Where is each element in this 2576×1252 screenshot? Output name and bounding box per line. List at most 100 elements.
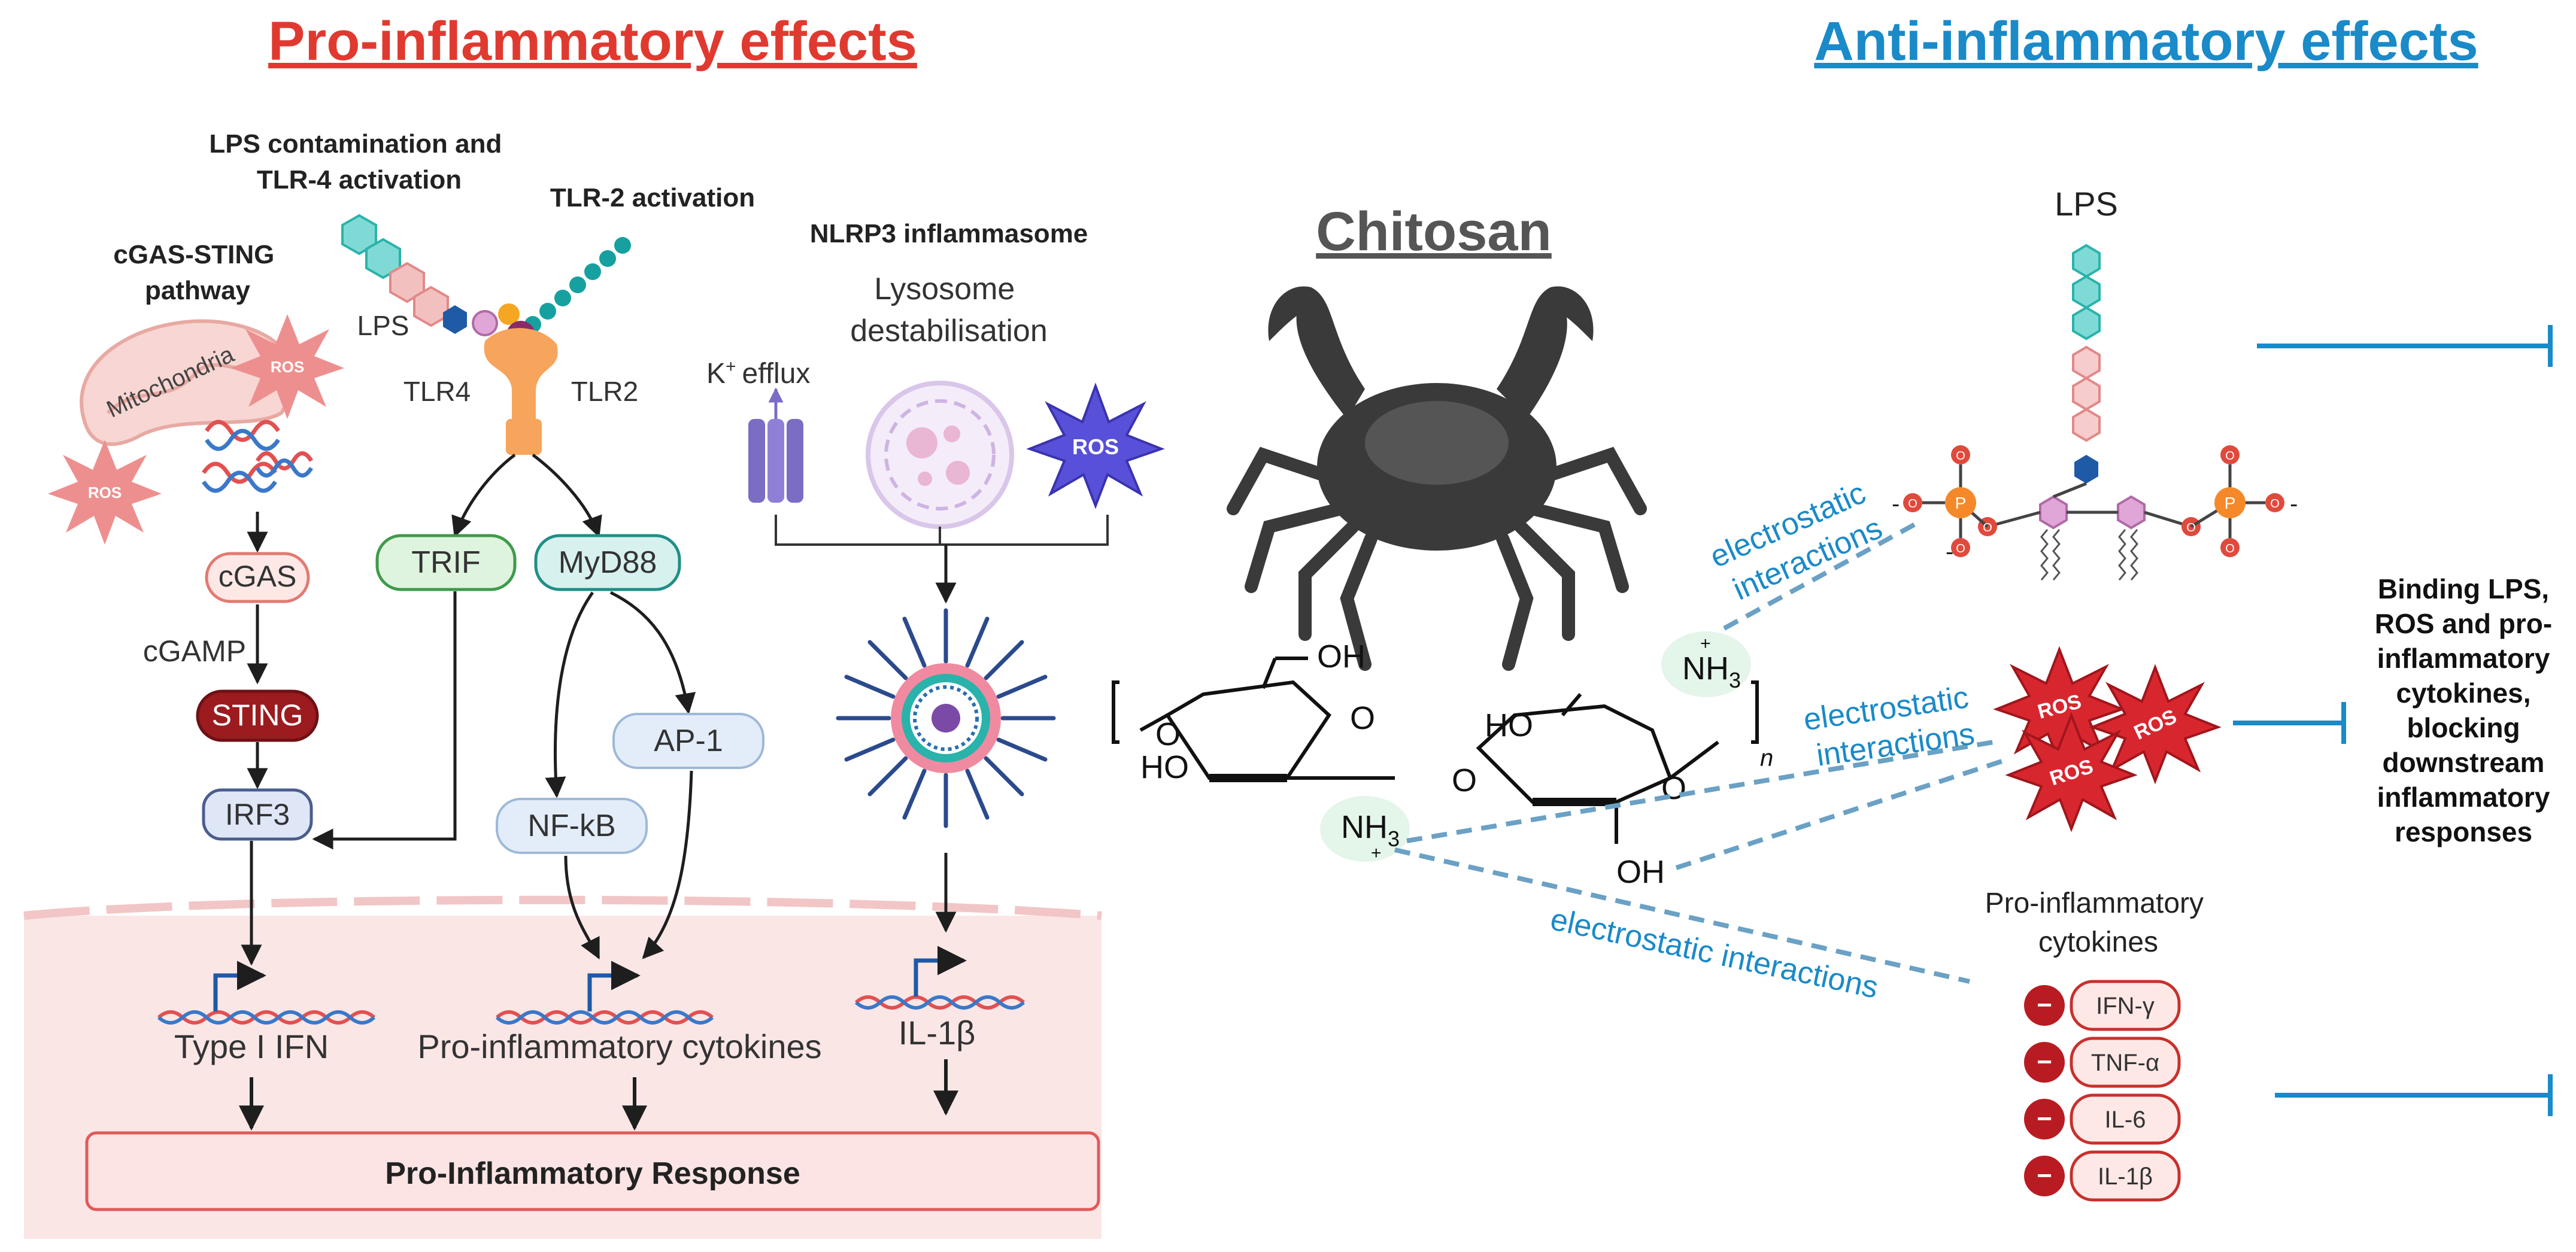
nlrp3-inflammasome-icon (836, 608, 1056, 828)
ros-label: ROS (88, 484, 122, 502)
inhibition-lps (2257, 325, 2553, 367)
sting-node: STING (196, 689, 319, 742)
svg-text:STING: STING (212, 698, 304, 732)
cytokine-item: − IFN-γ (2024, 980, 2181, 1031)
cytokines-label: Pro-inflammatory cytokines (417, 1028, 821, 1065)
svg-text:AP-1: AP-1 (654, 724, 723, 758)
cytokine-item: − IL-6 (2024, 1093, 2181, 1145)
svg-text:O: O (1956, 449, 1965, 463)
svg-text:O: O (2186, 521, 2196, 534)
inhibition-ros (2233, 702, 2346, 744)
myd88-to-ap1-arrow (609, 591, 696, 715)
svg-text:IRF3: IRF3 (225, 798, 290, 831)
cytokine-name: IL-1β (2098, 1163, 2153, 1190)
svg-text:OH: OH (1616, 854, 1665, 890)
receptor-to-trif-arrow (451, 454, 516, 538)
nfkb-to-genes-arrow (564, 855, 600, 960)
svg-text:-: - (1892, 491, 1900, 517)
lps-chain-icon (341, 214, 520, 336)
il1b-label: IL-1β (899, 1014, 976, 1052)
svg-text:O: O (1452, 762, 1477, 798)
svg-text:OH: OH (1317, 639, 1366, 674)
svg-text:O: O (1155, 716, 1181, 752)
type1-ifn-label: Type I IFN (174, 1028, 329, 1065)
ros-label: ROS (1072, 434, 1119, 459)
nlrp3-merge-bracket (775, 515, 1109, 546)
svg-text:NH3: NH3 (1341, 809, 1400, 851)
ap1-to-genes-arrow (642, 770, 693, 959)
tlr2-label: TLR2 (571, 376, 638, 407)
svg-text:HO: HO (1485, 707, 1533, 743)
anti-lps-molecule (1903, 244, 2284, 581)
cytokine-pill (2070, 1093, 2181, 1145)
svg-text:NH3: NH3 (1682, 651, 1741, 692)
svg-text:NF-kB: NF-kB (527, 809, 615, 843)
nh3-halo-2 (1661, 631, 1751, 697)
cytokine-item: −TNF-α (2024, 1037, 2181, 1088)
svg-text:-: - (2290, 491, 2298, 517)
electrostatic-label-3: electrostatic interactions (1548, 902, 1882, 1005)
lysosome-icon (866, 381, 1014, 529)
svg-text:-: - (1946, 539, 1953, 565)
cytokine-name: IL-6 (2105, 1107, 2146, 1133)
receptor-to-myd88-arrow (532, 454, 602, 538)
cytokine-pill (2070, 980, 2181, 1031)
svg-text:+: + (1371, 843, 1382, 863)
k-efflux-label: K+efflux (706, 357, 810, 390)
cytokine-pill (2070, 1150, 2181, 1202)
svg-text:Pro-Inflammatory Response: Pro-Inflammatory Response (385, 1156, 800, 1191)
svg-text:MyD88: MyD88 (559, 545, 657, 580)
lps-label: LPS (357, 310, 409, 341)
anti-title: Anti-inflammatory effects (1814, 11, 2478, 72)
ros-burst-mito-1: ROS (230, 314, 344, 419)
minus-sign: − (2037, 990, 2052, 1020)
minus-sign: − (2037, 1104, 2052, 1134)
svg-text:O: O (2225, 449, 2235, 463)
phosphate-labels: P P O O O O O O O O (1908, 449, 2280, 555)
nlrp3-label: NLRP3 inflammasome (810, 219, 1088, 248)
minus-sign: − (2037, 1161, 2052, 1190)
gene-ifn-icon (157, 961, 376, 1025)
inhibition-cytokines (2275, 1074, 2553, 1116)
gene-cytokines-icon (495, 961, 714, 1025)
minus-icon (2024, 1099, 2065, 1139)
cytokine-name: IFN-γ (2096, 993, 2155, 1019)
svg-text:O: O (1350, 700, 1375, 736)
minus-icon (2024, 1156, 2065, 1196)
chitosan-structure (1112, 657, 1759, 844)
anti-cytokines-label: Pro-inflammatory cytokines (1985, 888, 2212, 958)
tlr2-chain-icon (524, 237, 631, 333)
cytokine-pill (2070, 1037, 2181, 1088)
ros-burst-nlrp3: ROS (1026, 382, 1165, 509)
lysosome-label: Lysosome destabilisation (850, 272, 1048, 348)
tlr4-label: TLR4 (403, 376, 471, 407)
electrostatic-label-2: electrostatic interactions (1801, 679, 1985, 774)
dna-fragments-icon (202, 420, 314, 493)
tlr4-tlr2-receptor-icon (484, 321, 558, 455)
phosphate-charges: - - - (1892, 491, 2298, 565)
trif-to-irf3-arrow (312, 591, 457, 850)
pro-title: Pro-inflammatory effects (268, 11, 917, 72)
minus-icon (2024, 1042, 2065, 1083)
nh3-halo-1 (1320, 796, 1410, 862)
k-channel-icon (748, 387, 803, 503)
nfkb-node: NF-kB (496, 798, 648, 854)
svg-text:P: P (2225, 494, 2236, 512)
cytokine-item: − IL-1β (2024, 1150, 2181, 1202)
myd88-node: MyD88 (534, 534, 681, 591)
svg-text:cGAS: cGAS (219, 560, 297, 593)
tlr2-activation-label: TLR-2 activation (550, 183, 755, 212)
svg-text:O: O (1661, 770, 1686, 806)
trif-node: TRIF (375, 534, 517, 591)
svg-text:TRIF: TRIF (411, 545, 481, 580)
svg-text:P: P (1955, 494, 1967, 512)
ros-burst-mito-2: ROS (48, 440, 162, 545)
anti-lps-label: LPS (2055, 185, 2118, 223)
crab-icon (1227, 286, 1647, 671)
svg-text:O: O (1983, 521, 1992, 534)
pro-inflammatory-response-box: Pro-Inflammatory Response (85, 1131, 1100, 1211)
chitosan-title: Chitosan (1316, 201, 1552, 262)
lps-tlr4-label: LPS contamination and TLR-4 activation (209, 129, 509, 195)
electrostatic-line-lps (1723, 518, 1923, 631)
minus-icon (2024, 985, 2065, 1026)
